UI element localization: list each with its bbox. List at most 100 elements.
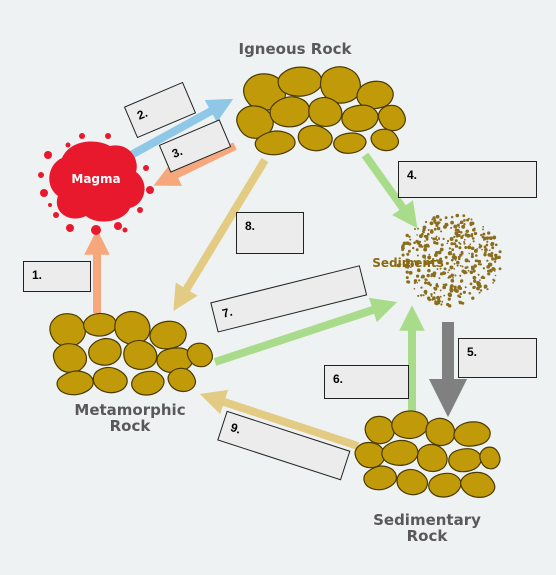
sediment-particle (477, 260, 481, 263)
sediment-particle (435, 259, 439, 262)
sediment-particle (459, 264, 462, 267)
sediment-particle (406, 260, 410, 265)
sediment-particle (433, 241, 437, 245)
sediment-particle (442, 283, 445, 286)
rock-stone (354, 441, 386, 469)
sediment-particle (464, 245, 468, 250)
sediment-particle (464, 266, 468, 270)
rock-stone (114, 310, 151, 345)
sediment-particle (482, 267, 486, 270)
sediment-particle (484, 251, 487, 254)
sediment-particle (426, 279, 428, 281)
sediment-particle (447, 297, 451, 301)
sediment-particle (497, 255, 501, 260)
rock-stone (269, 96, 311, 128)
sediment-particle (480, 233, 483, 237)
answer-box-8[interactable]: 8. (236, 212, 304, 254)
sediment-particle (491, 246, 495, 250)
sediment-particle (479, 245, 482, 248)
sediment-particle (450, 242, 454, 246)
sediment-particle (433, 221, 436, 224)
sediment-particle (473, 231, 478, 236)
sediment-particle (471, 237, 475, 240)
sediment-particle (472, 269, 476, 273)
sediment-particle (490, 251, 494, 255)
answer-box-4[interactable]: 4. (398, 161, 537, 198)
sediment-particle (486, 240, 489, 243)
sediment-particle (438, 277, 441, 280)
rock-stone (277, 66, 323, 97)
sediment-particle (476, 281, 480, 284)
sediment-particle (436, 268, 439, 271)
sediment-particle (448, 247, 452, 250)
sediment-particle (459, 222, 462, 224)
sediment-particle (415, 248, 419, 252)
sediment-particle (437, 221, 440, 224)
magma-blob (38, 133, 154, 235)
sediment-particle (492, 235, 497, 240)
sediment-particle (482, 226, 485, 228)
sediment-particle (459, 280, 463, 283)
sediment-particle (469, 282, 473, 286)
sediment-particle (463, 222, 466, 226)
sediment-particle (457, 233, 461, 237)
answer-box-5[interactable]: 5. (458, 338, 537, 378)
sediment-particle (483, 284, 488, 289)
rock-stone (92, 366, 128, 394)
sediment-particle (406, 252, 410, 256)
sediment-particle (396, 263, 401, 268)
sediment-particle (416, 254, 419, 257)
igneous-rock-label: Igneous Rock (238, 40, 352, 58)
sediment-particle (424, 258, 427, 260)
sediment-particle (432, 216, 436, 220)
sediment-particle (450, 278, 454, 282)
answer-box-1[interactable]: 1. (23, 261, 91, 292)
sediment-particle (468, 252, 471, 255)
sediment-particle (415, 261, 420, 266)
sediment-particle (405, 258, 409, 262)
sediment-particle (401, 244, 405, 248)
sediment-particle (453, 262, 456, 265)
sediment-particle (488, 268, 493, 273)
sediment-particle (422, 225, 427, 230)
answer-box-6[interactable]: 6. (324, 365, 409, 399)
rock-stone (149, 320, 187, 350)
magma-label: Magma (71, 172, 121, 186)
sediment-particle (463, 219, 466, 222)
sediment-particle (465, 231, 467, 233)
sediment-particle (483, 253, 487, 257)
sediment-particle (440, 303, 443, 306)
sediment-particle (452, 276, 454, 279)
sediment-particle (456, 264, 459, 267)
sediment-particle (464, 286, 467, 289)
sediment-particle (462, 214, 466, 218)
sediment-particle (410, 262, 415, 267)
sediment-particle (466, 218, 470, 222)
sediment-particle (488, 249, 491, 252)
arrow-metamorphic-to-sediments (213, 297, 398, 366)
sediment-particle (479, 263, 483, 266)
sediment-particle (481, 275, 484, 278)
sediment-particle (436, 300, 441, 305)
sediment-particle (458, 226, 461, 229)
sediment-particle (470, 234, 474, 238)
sediment-particle (476, 286, 480, 291)
sediment-particle (463, 240, 466, 244)
sediment-particle (442, 237, 445, 241)
rock-stone (49, 313, 87, 348)
sediment-particle (439, 295, 442, 298)
sediment-particle (444, 283, 448, 287)
sediment-particle (493, 260, 497, 263)
sediment-particle (486, 288, 489, 291)
sediment-particle (494, 258, 497, 261)
rock-stone (416, 443, 448, 473)
sediment-particle (474, 259, 478, 263)
rock-stone (341, 104, 379, 133)
sediment-particle (477, 263, 481, 266)
sediment-particle (447, 271, 449, 274)
sediment-particle (472, 275, 477, 280)
rock-stone (297, 124, 333, 152)
igneous-rock-cluster (236, 66, 406, 156)
sediment-particle (416, 268, 421, 273)
